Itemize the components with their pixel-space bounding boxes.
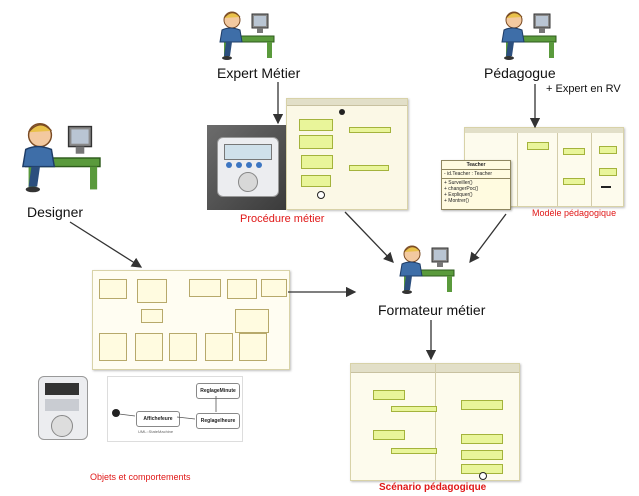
role-expert-metier: Expert Métier — [217, 65, 301, 81]
teacher-class-attribute: - id.Teacher : Teacher — [442, 170, 510, 179]
uml-class-diagram — [92, 270, 290, 370]
caption-scenario: Scénario pédagogique — [379, 482, 487, 493]
role-designer: Designer — [27, 204, 84, 220]
teacher-method: + Montrer() — [444, 198, 469, 204]
role-formateur: Formateur métier — [378, 302, 486, 318]
designer-person-icon — [22, 123, 101, 193]
teacher-class-box: Teacher - id.Teacher : Teacher + Surveil… — [441, 160, 511, 210]
state-machine-label: UML::StateMachine — [138, 429, 174, 434]
scenario-diagram — [350, 363, 520, 481]
role-pedagogue: Pédagogue — [484, 65, 556, 81]
formateur-person-icon — [399, 245, 455, 294]
caption-modele: Modèle pédagogique — [532, 208, 617, 218]
state-reglage-minute: ReglageMinute — [196, 383, 240, 399]
procedure-activity-diagram — [286, 98, 408, 210]
state-affichage: Affichefeure — [136, 411, 180, 427]
caption-objets: Objets et comportements — [90, 472, 191, 482]
state-reglage-heure: Reglagelheure — [196, 413, 240, 429]
state-machine-diagram: Affichefeure Reglagelheure ReglageMinute… — [107, 376, 243, 442]
teacher-method: + Expliquer() — [444, 192, 473, 198]
device-photo-small — [24, 374, 98, 442]
arrow-modele-to-formateur — [469, 213, 507, 264]
teacher-method: + changerPoc() — [444, 186, 479, 192]
teacher-class-header: Teacher — [442, 161, 510, 170]
device-photo — [207, 125, 289, 210]
role-expert-rv: + Expert en RV — [546, 83, 621, 95]
teacher-method: + Surveiller() — [444, 180, 473, 186]
arrow-procedure-to-formateur — [344, 211, 394, 263]
arrow-designer-to-uml — [69, 221, 143, 268]
caption-procedure: Procédure métier — [240, 213, 325, 225]
expert-metier-person-icon — [219, 11, 275, 60]
pedagogue-person-icon — [501, 11, 557, 60]
